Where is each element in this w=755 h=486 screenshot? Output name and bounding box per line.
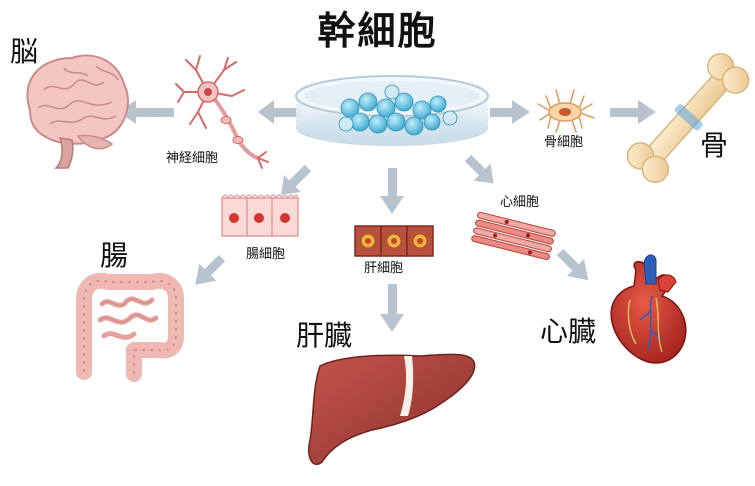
arrow-to-intestine [195,254,226,285]
bone-illustration [626,52,750,184]
label-bone-cell: 骨細胞 [544,135,584,150]
stem-cells [338,84,458,136]
label-heart: 心臓 [540,315,597,348]
label-liver: 肝臓 [296,319,353,352]
arrow-to-bone-cell [490,100,530,124]
heart-cell-illustration [471,211,556,261]
label-nerve-cell: 神経細胞 [166,151,219,166]
label-brain: 脳 [10,35,39,68]
bone-cell-illustration [537,89,595,133]
arrow-to-liver-cell [380,168,404,214]
diagram-title: 幹細胞 [317,9,438,53]
nerve-cell-illustration [175,55,269,169]
arrows [118,100,656,332]
brain-illustration [26,54,129,169]
liver-illustration [308,353,476,465]
heart-illustration [610,254,687,364]
arrow-to-heart [556,248,589,281]
intestine-cell-illustration [221,194,299,237]
intestine-illustration [76,272,184,382]
arrow-to-intestine-cell [281,164,312,195]
petri-dish [295,75,489,146]
label-heart-cell: 心細胞 [500,195,540,210]
label-intestine-cell: 腸細胞 [246,247,286,262]
arrow-to-heart-cell [464,154,494,184]
arrow-to-bone [610,100,656,124]
liver-cell-illustration [354,225,434,257]
label-bone: 骨 [700,129,729,162]
arrow-to-liver [380,284,404,332]
label-intestine: 腸 [100,239,129,272]
label-liver-cell: 肝細胞 [364,261,404,276]
arrow-to-nerve-cell [258,100,300,124]
